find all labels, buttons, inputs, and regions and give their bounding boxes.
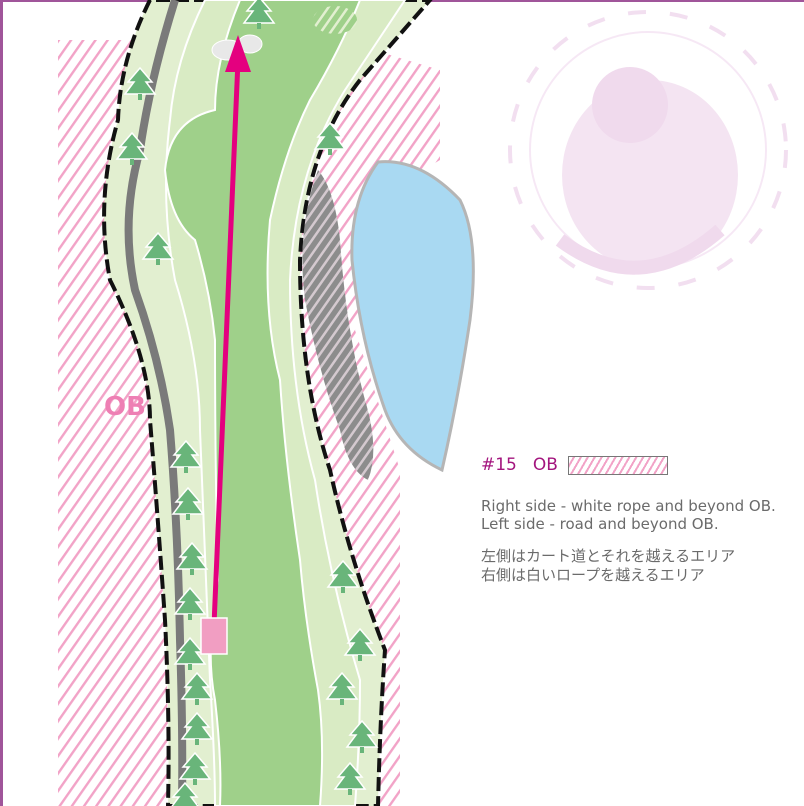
tree-group (115, 0, 379, 806)
tree-icon (178, 751, 212, 785)
tree-icon (171, 486, 205, 520)
tree-icon (123, 66, 157, 100)
tree-icon (180, 671, 214, 705)
water-hazard (350, 160, 475, 473)
tree-icon (313, 121, 347, 155)
aim-arrowhead (225, 35, 251, 72)
legend-ob-label: OB (532, 455, 558, 475)
description-en: Right side - white rope and beyond OB. L… (481, 497, 776, 533)
bunkers (211, 6, 357, 61)
description-ja-line1: 左側はカート道とそれを越えるエリア (481, 547, 736, 565)
description-ja: 左側はカート道とそれを越えるエリア 右側は白いロープを越えるエリア (481, 547, 801, 585)
tree-icon (169, 439, 203, 473)
tree-icon (325, 671, 359, 705)
fairway (163, 0, 362, 806)
tree-icon (242, 0, 276, 29)
ob-map-label: OB (104, 392, 146, 422)
tree-icon (345, 719, 379, 753)
crest-icon (508, 10, 788, 290)
tree-icon (326, 559, 360, 593)
legend: #15 OB Right side - white rope and beyon… (481, 455, 801, 585)
tree-icon (333, 761, 367, 795)
description-ja-line2: 右側は白いロープを越えるエリア (481, 566, 705, 584)
tee-box-icon (200, 617, 228, 655)
aim-arrow-icon (211, 59, 241, 626)
tree-icon (173, 586, 207, 620)
tree-icon (175, 541, 209, 575)
tree-icon (115, 131, 149, 165)
legend-header: #15 OB (481, 455, 801, 475)
hazard-strip (302, 170, 374, 480)
hole-number: #15 (481, 455, 517, 475)
tree-icon (171, 781, 199, 806)
tree-icon (180, 711, 214, 745)
tree-icon (141, 231, 175, 265)
ob-swatch (567, 455, 668, 475)
tree-icon (343, 627, 377, 661)
